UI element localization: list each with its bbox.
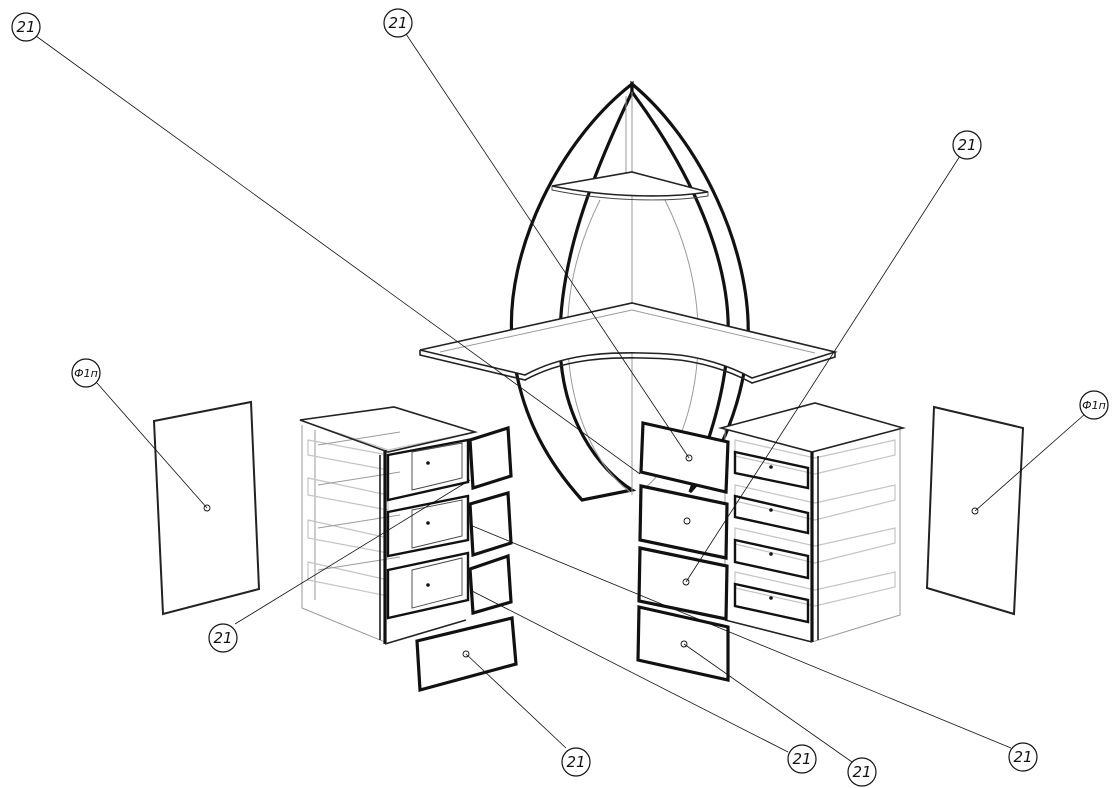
svg-text:21: 21	[1013, 748, 1032, 766]
callout-bottom-center-right: 21	[847, 757, 877, 787]
callout-bottom-left-drawer: 21	[561, 747, 591, 777]
svg-text:21: 21	[16, 18, 35, 36]
leader-lines	[35, 33, 1086, 763]
left-drawer-fronts	[415, 425, 518, 693]
callout-bottom-right: 21	[1008, 742, 1038, 772]
callout-left-drawer-front: 21	[208, 623, 238, 653]
desktop-top	[419, 302, 838, 384]
svg-text:21: 21	[388, 14, 407, 32]
svg-text:21: 21	[792, 750, 811, 768]
callout-bottom-center: 21	[787, 744, 817, 774]
svg-text:Ф1п: Ф1п	[1082, 399, 1106, 412]
callout-top-left: 21	[11, 12, 41, 42]
right-drawer-fronts	[636, 421, 730, 682]
svg-text:21: 21	[566, 753, 585, 771]
svg-text:21: 21	[852, 763, 871, 781]
callout-top-center: 21	[383, 8, 413, 38]
left-pedestal	[299, 406, 479, 645]
arch-shelf-unit	[509, 80, 750, 502]
right-pedestal	[717, 402, 907, 643]
svg-text:21: 21	[213, 629, 232, 647]
callout-top-right: 21	[952, 130, 982, 160]
svg-text:21: 21	[957, 136, 976, 154]
svg-text:Ф1п: Ф1п	[74, 367, 98, 380]
callout-right-panel: Ф1п	[1079, 390, 1109, 420]
callout-left-panel: Ф1п	[71, 358, 101, 388]
